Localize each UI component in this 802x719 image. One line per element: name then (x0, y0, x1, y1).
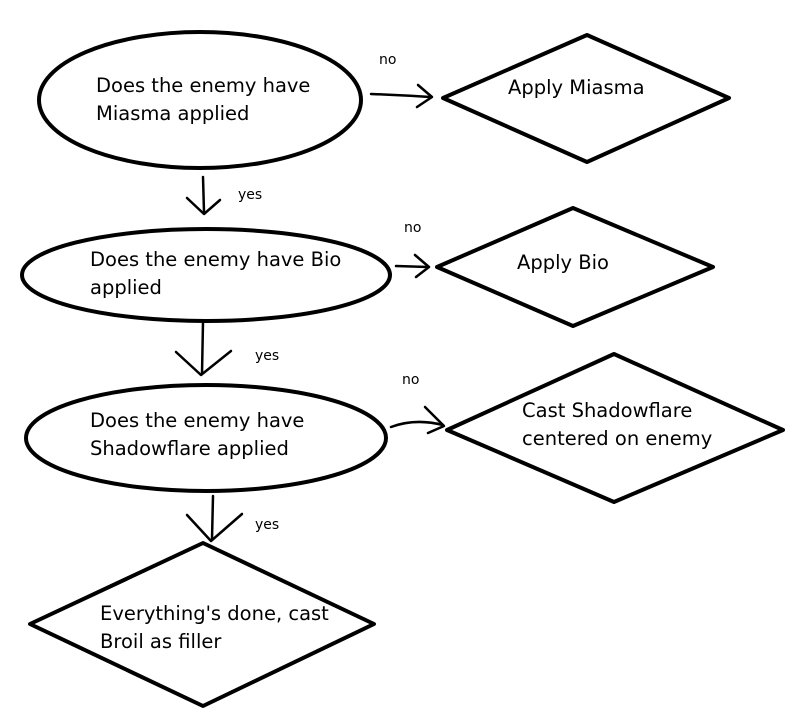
node-q-miasma-line1: Does the enemy have (96, 74, 311, 97)
node-q-miasma-line2: Miasma applied (96, 102, 250, 125)
node-done-line2: Broil as filler (100, 630, 222, 653)
node-a-shadowflare-label: Cast Shadowflare centered on enemy (522, 397, 712, 453)
arrow-miasma-yes (185, 175, 222, 216)
node-q-bio-ellipse (20, 227, 392, 323)
node-q-bio-line1: Does the enemy have Bio (90, 248, 342, 271)
arrow-bio-no (394, 253, 431, 279)
node-q-bio-line2: applied (90, 276, 162, 299)
node-a-bio-diamond (435, 206, 715, 328)
edge-label-shadowflare-no: no (402, 372, 420, 388)
node-q-shadowflare-ellipse (24, 383, 388, 493)
node-a-shadowflare-line1: Cast Shadowflare (522, 399, 693, 422)
node-q-bio-label: Does the enemy have Bio applied (90, 246, 341, 302)
node-done-line1: Everything's done, cast (100, 602, 329, 625)
edge-label-shadowflare-yes: yes (255, 517, 280, 533)
edge-label-bio-yes: yes (255, 348, 280, 364)
node-done-diamond (28, 541, 376, 708)
edge-label-bio-no: no (404, 220, 422, 236)
edge-label-miasma-yes: yes (238, 187, 263, 203)
node-a-shadowflare-line2: centered on enemy (522, 427, 713, 450)
node-a-shadowflare-diamond (445, 352, 785, 504)
node-done-label: Everything's done, cast Broil as filler (100, 600, 329, 656)
arrow-shadowflare-yes (185, 494, 244, 543)
node-q-shadowflare-line1: Does the enemy have (90, 409, 305, 432)
arrow-miasma-no (369, 83, 434, 109)
node-a-bio-label: Apply Bio (517, 251, 609, 274)
node-a-miasma-label: Apply Miasma (508, 76, 645, 99)
arrow-shadowflare-no (389, 405, 446, 435)
node-q-miasma-label: Does the enemy have Miasma applied (96, 72, 310, 128)
node-q-shadowflare-line2: Shadowflare applied (90, 437, 289, 460)
edge-label-miasma-no: no (379, 52, 397, 68)
arrow-bio-yes (174, 320, 233, 377)
node-q-miasma-ellipse (37, 30, 363, 170)
node-q-shadowflare-label: Does the enemy have Shadowflare applied (90, 407, 304, 463)
node-a-miasma-diamond (441, 33, 731, 164)
